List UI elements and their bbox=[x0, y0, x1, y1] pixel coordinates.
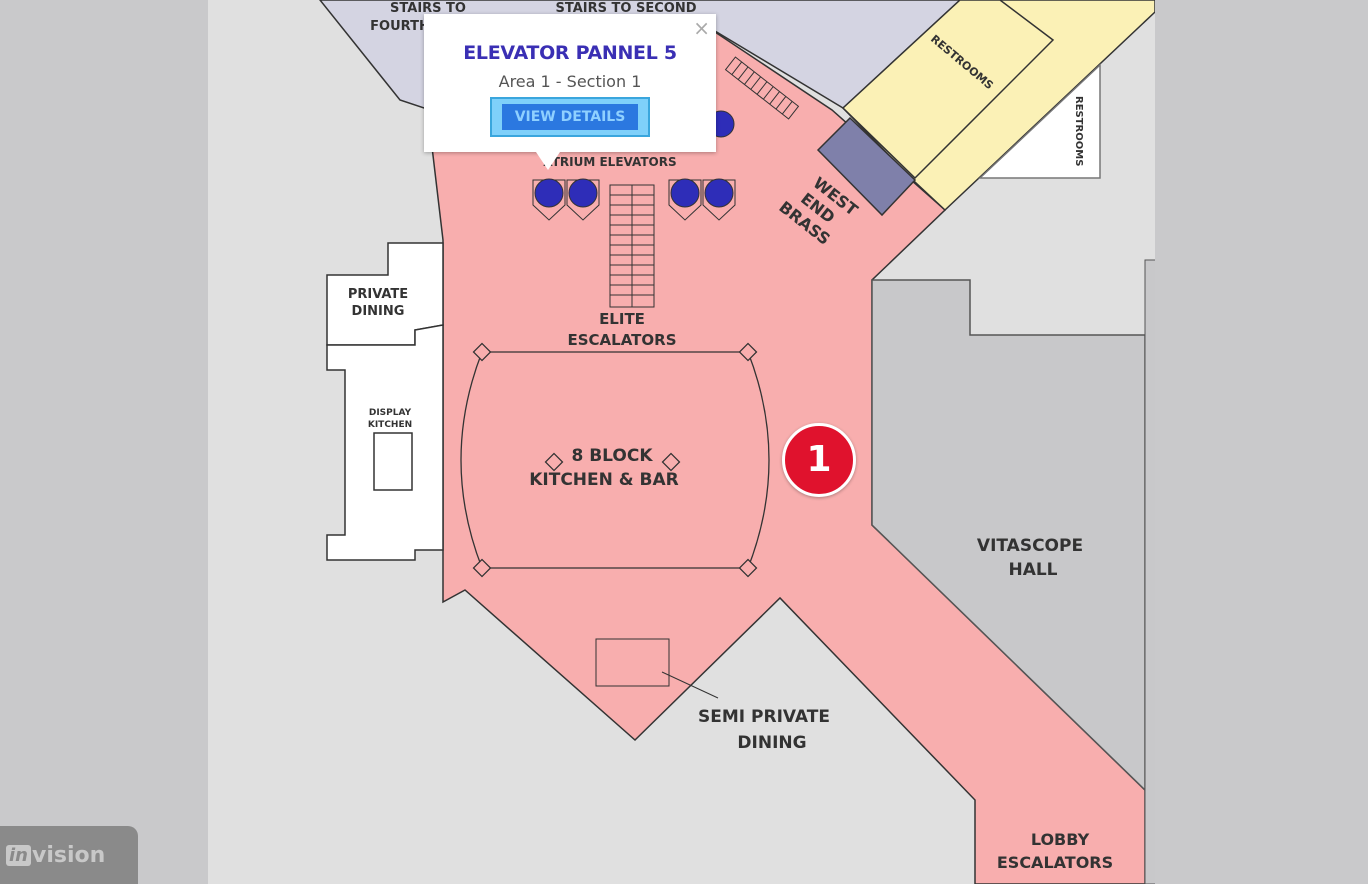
label-semi-private: SEMI PRIVATE bbox=[698, 707, 830, 727]
semi-private-table bbox=[595, 638, 670, 687]
label-stairs-second: STAIRS TO SECOND bbox=[556, 1, 697, 16]
invision-logo[interactable]: in vision bbox=[0, 826, 138, 884]
stairs-second bbox=[724, 56, 800, 120]
view-details-focus-ring: VIEW DETAILS bbox=[490, 97, 650, 137]
label-stairs-fourth-2: FOURTH bbox=[370, 19, 430, 34]
restrooms-right bbox=[978, 63, 1101, 179]
popup-title: ELEVATOR PANNEL 5 bbox=[463, 42, 677, 64]
label-lobby-escalators-2: ESCALATORS bbox=[997, 853, 1113, 872]
elevator-popup: × ELEVATOR PANNEL 5 Area 1 - Section 1 V… bbox=[424, 14, 716, 170]
label-vitascope: VITASCOPE bbox=[977, 536, 1083, 556]
elite-escalators bbox=[609, 184, 655, 308]
label-private-dining-2: DINING bbox=[352, 304, 405, 319]
label-semi-private-2: DINING bbox=[737, 733, 806, 753]
label-restrooms-right: RESTROOMS bbox=[1073, 96, 1084, 166]
label-elite-escalators-2: ESCALATORS bbox=[567, 331, 676, 349]
view-details-button[interactable]: VIEW DETAILS bbox=[502, 104, 638, 130]
west-end-brass-room bbox=[816, 116, 917, 217]
label-kitchen-bar: 8 BLOCK bbox=[571, 446, 653, 466]
location-marker[interactable]: 1 bbox=[782, 423, 856, 497]
label-stairs-fourth: STAIRS TO bbox=[390, 1, 466, 16]
invision-logo-in: in bbox=[6, 844, 31, 866]
label-elite-escalators: ELITE bbox=[599, 310, 645, 328]
restrooms-room bbox=[841, 0, 1055, 180]
label-display-kitchen: DISPLAY bbox=[369, 408, 412, 418]
label-vitascope-2: HALL bbox=[1008, 560, 1057, 580]
label-kitchen-bar-2: KITCHEN & BAR bbox=[529, 470, 679, 490]
label-display-kitchen-2: KITCHEN bbox=[368, 420, 412, 430]
label-private-dining: PRIVATE bbox=[348, 287, 408, 302]
close-icon[interactable]: × bbox=[693, 16, 710, 40]
label-atrium-elevators: ATRIUM ELEVATORS bbox=[543, 155, 676, 169]
display-kitchen-counter bbox=[373, 432, 413, 491]
kitchen-bar-outline bbox=[460, 342, 770, 578]
popup-subtitle: Area 1 - Section 1 bbox=[498, 72, 642, 91]
label-lobby-escalators: LOBBY bbox=[1031, 830, 1090, 849]
invision-logo-vision: vision bbox=[31, 842, 106, 868]
